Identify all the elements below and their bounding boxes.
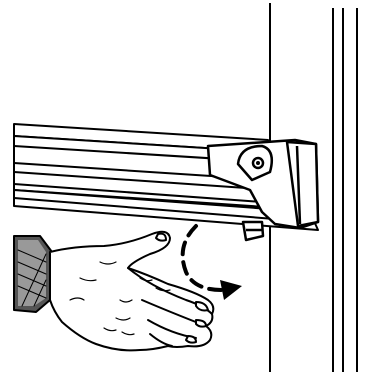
- motion-arrow: [183, 226, 242, 300]
